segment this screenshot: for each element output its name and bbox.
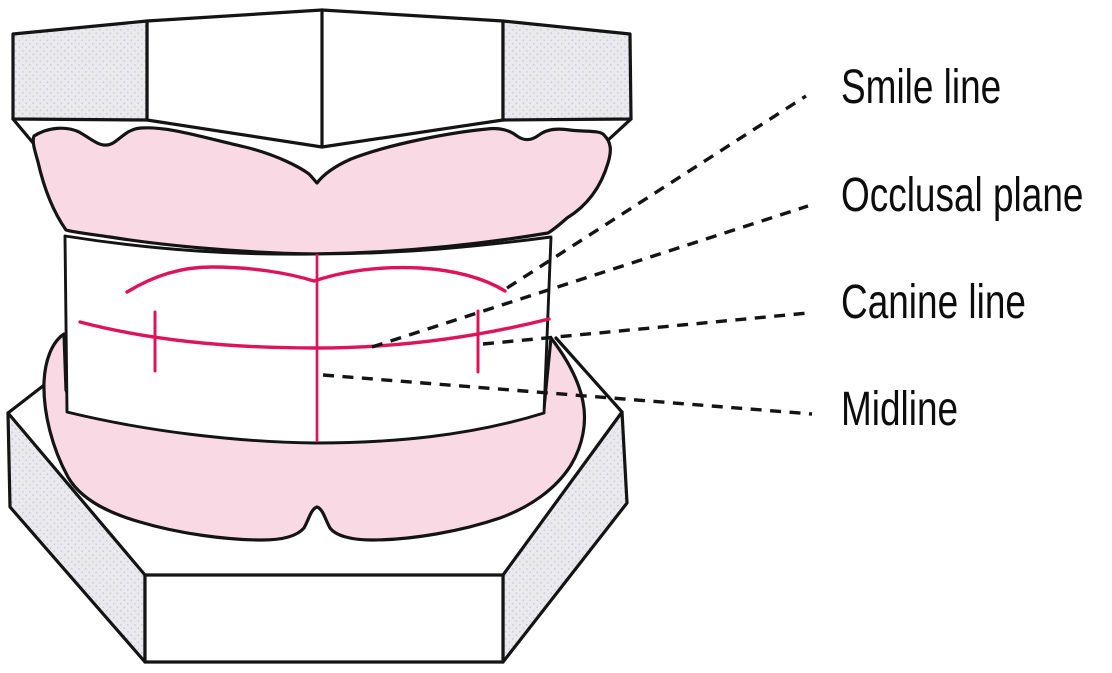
label-smile-line: Smile line bbox=[841, 61, 1002, 114]
label-canine-line: Canine line bbox=[841, 276, 1026, 329]
label-midline: Midline bbox=[841, 383, 959, 436]
upper-cast-right-corner-edge bbox=[604, 117, 633, 144]
lower-cast-back-right-edge bbox=[554, 336, 624, 414]
rim-markings bbox=[78, 253, 551, 443]
leader-smile-line bbox=[506, 94, 807, 290]
upper-cast-left-corner-edge bbox=[11, 117, 36, 146]
lower-cast-front-face bbox=[143, 573, 505, 664]
upper-gum bbox=[31, 126, 612, 256]
smile-line-mark bbox=[125, 265, 507, 294]
upper-cast-front-face bbox=[145, 8, 505, 149]
occlusal-plane-mark bbox=[78, 317, 551, 350]
upper-cast-left-facet bbox=[11, 19, 149, 122]
leader-midline bbox=[322, 373, 813, 416]
upper-cast bbox=[11, 8, 633, 149]
upper-cast-right-facet bbox=[501, 19, 633, 122]
occlusion-rim bbox=[63, 234, 553, 445]
label-occlusal-plane: Occlusal plane bbox=[841, 169, 1084, 222]
leader-canine-line bbox=[482, 311, 809, 346]
leader-lines bbox=[322, 94, 813, 416]
